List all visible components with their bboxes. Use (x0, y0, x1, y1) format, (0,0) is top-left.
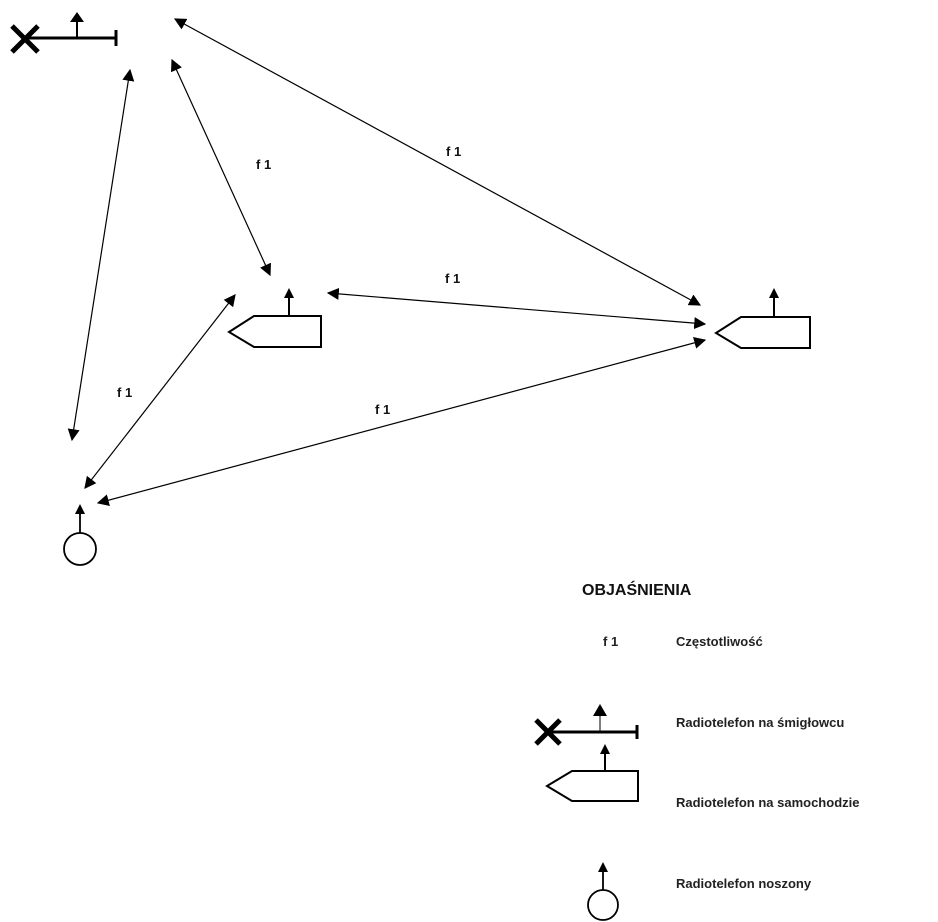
helicopter-radio-icon (10, 12, 118, 54)
legend-helicopter-radio-icon (534, 704, 639, 746)
legend-frequency-symbol: f 1 (603, 634, 619, 649)
car-radio-right-icon (714, 288, 811, 349)
legend-item-car-label: Radiotelefon na samochodzie (676, 795, 860, 810)
link-label-helicopter-car-right: f 1 (446, 144, 462, 159)
link-label-portable-car-center: f 1 (117, 385, 133, 400)
legend-item-portable-label: Radiotelefon noszony (676, 876, 812, 891)
portable-radio-icon (63, 504, 97, 566)
link-car-center-car-right (326, 287, 707, 330)
car-radio-center-icon (227, 288, 322, 348)
link-portable-car-center (84, 294, 236, 489)
legend-frequency-label: Częstotliwość (676, 634, 763, 649)
link-label-helicopter-car-center: f 1 (256, 157, 272, 172)
legend-item-helicopter-label: Radiotelefon na śmigłowcu (676, 715, 845, 730)
link-label-portable-car-right: f 1 (375, 402, 391, 417)
legend-title: OBJAŚNIENIA (582, 582, 692, 599)
legend-portable-radio-icon (587, 862, 619, 921)
link-label-car-center-car-right: f 1 (445, 271, 461, 286)
link-portable-car-right (96, 337, 707, 506)
link-helicopter-portable (67, 68, 135, 442)
legend-car-radio-icon (545, 744, 639, 802)
link-helicopter-car-right (173, 18, 702, 306)
